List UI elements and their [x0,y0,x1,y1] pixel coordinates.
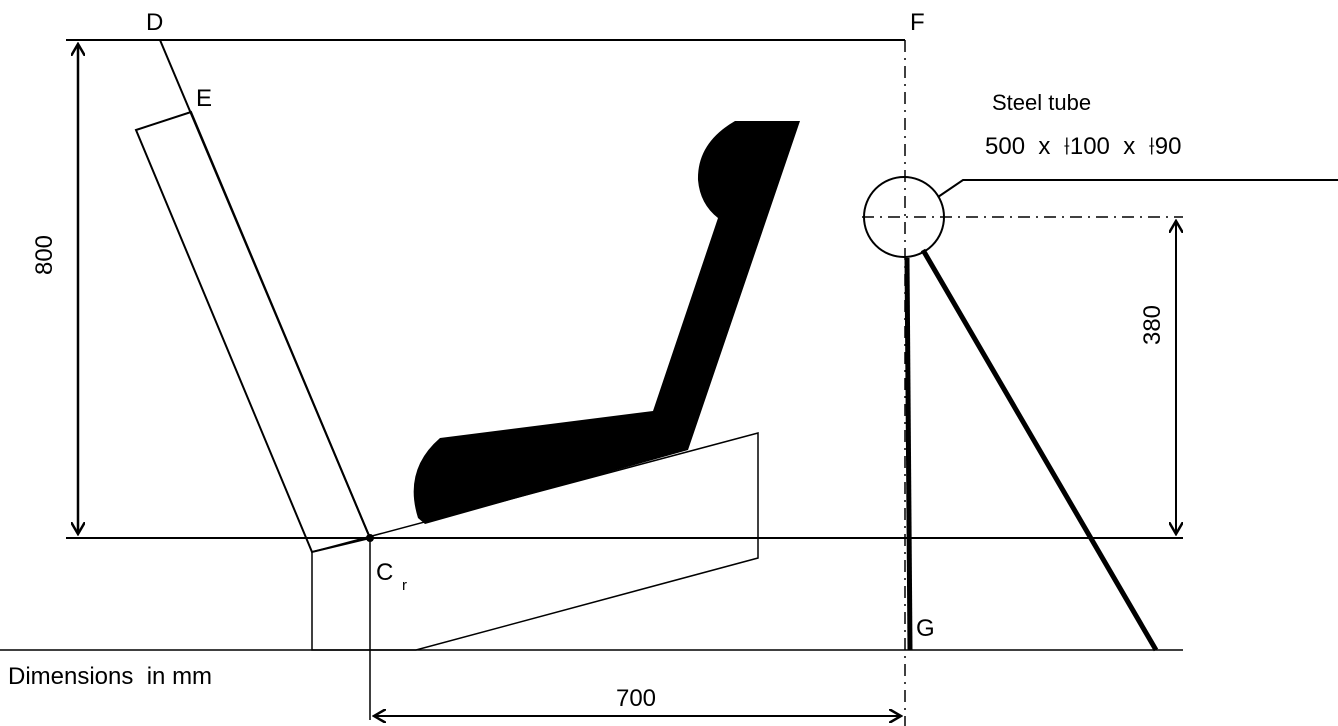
seat-silhouette [413,121,800,524]
point-label-cr: C [376,559,393,586]
point-label-d: D [146,9,163,36]
horizontal-dimension-label: 700 [616,685,656,712]
point-label-g: G [916,615,935,642]
tube-height-dimension-label: 380 [1139,305,1166,345]
diagonal-brace [920,248,1159,652]
support-post [904,257,913,651]
units-note: Dimensions in mm [8,663,212,690]
cr-point [366,534,374,542]
tube-title: Steel tube [992,90,1091,115]
point-label-f: F [910,9,925,36]
point-label-e: E [196,85,212,112]
point-label-cr-subscript: r [402,577,407,594]
tube-spec: 500 x ⟊100 x ⟊90 [985,133,1181,160]
backrest-plate [134,110,372,554]
tube-leader-line [937,179,1338,198]
height-dimension-label: 800 [31,235,58,275]
steel-tube-circle [863,176,945,258]
seat-base-plate [311,432,759,651]
